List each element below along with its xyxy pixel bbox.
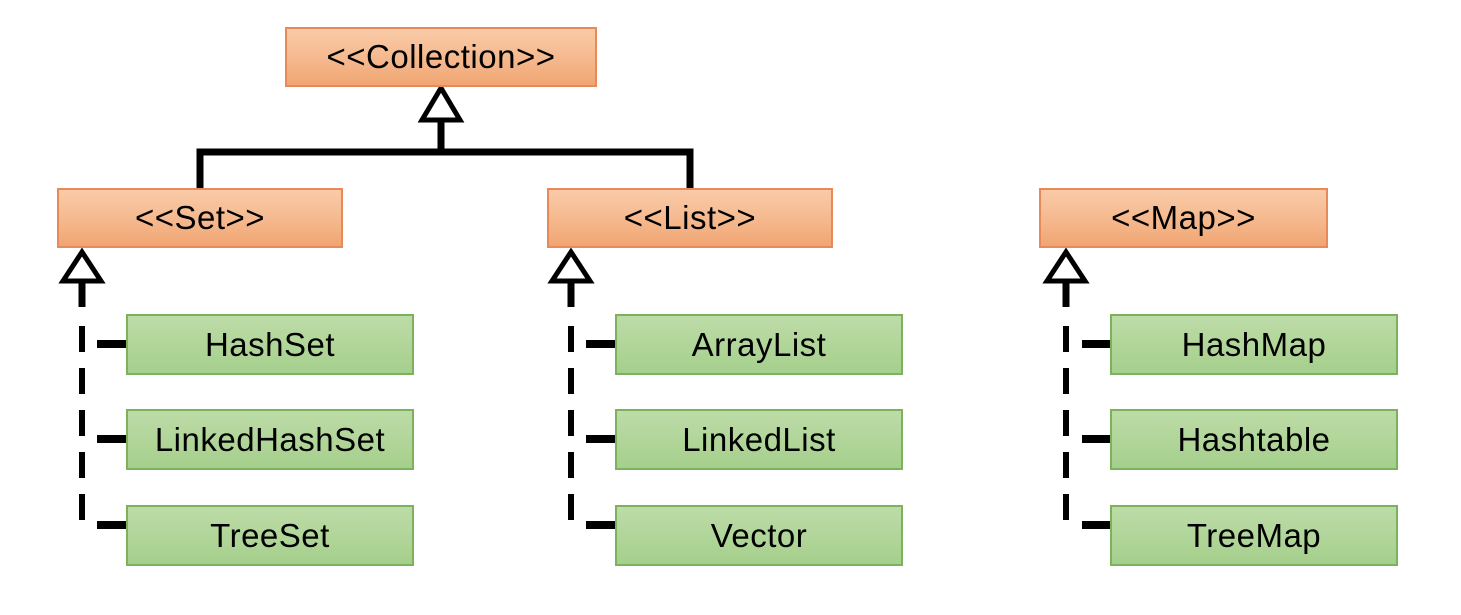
interface-box-collection: <<Collection>> — [285, 27, 597, 87]
class-box-hashset: HashSet — [126, 314, 414, 375]
class-box-linkedlist: LinkedList — [615, 409, 903, 470]
class-box-vector: Vector — [615, 505, 903, 566]
interface-box-map: <<Map>> — [1039, 188, 1328, 248]
hollow-triangle-icon-map — [1042, 247, 1090, 284]
hollow-triangle-icon-collection — [417, 83, 465, 123]
class-box-treemap: TreeMap — [1110, 505, 1398, 566]
class-box-linkedhashset: LinkedHashSet — [126, 409, 414, 470]
interface-box-list: <<List>> — [547, 188, 833, 248]
connector-set-list-to-collection — [196, 148, 694, 188]
class-box-arraylist: ArrayList — [615, 314, 903, 375]
hollow-triangle-icon-list — [547, 247, 595, 284]
class-box-treeset: TreeSet — [126, 505, 414, 566]
class-box-hashtable: Hashtable — [1110, 409, 1398, 470]
class-box-hashmap: HashMap — [1110, 314, 1398, 375]
hollow-triangle-icon-set — [58, 247, 106, 284]
interface-box-set: <<Set>> — [57, 188, 343, 248]
